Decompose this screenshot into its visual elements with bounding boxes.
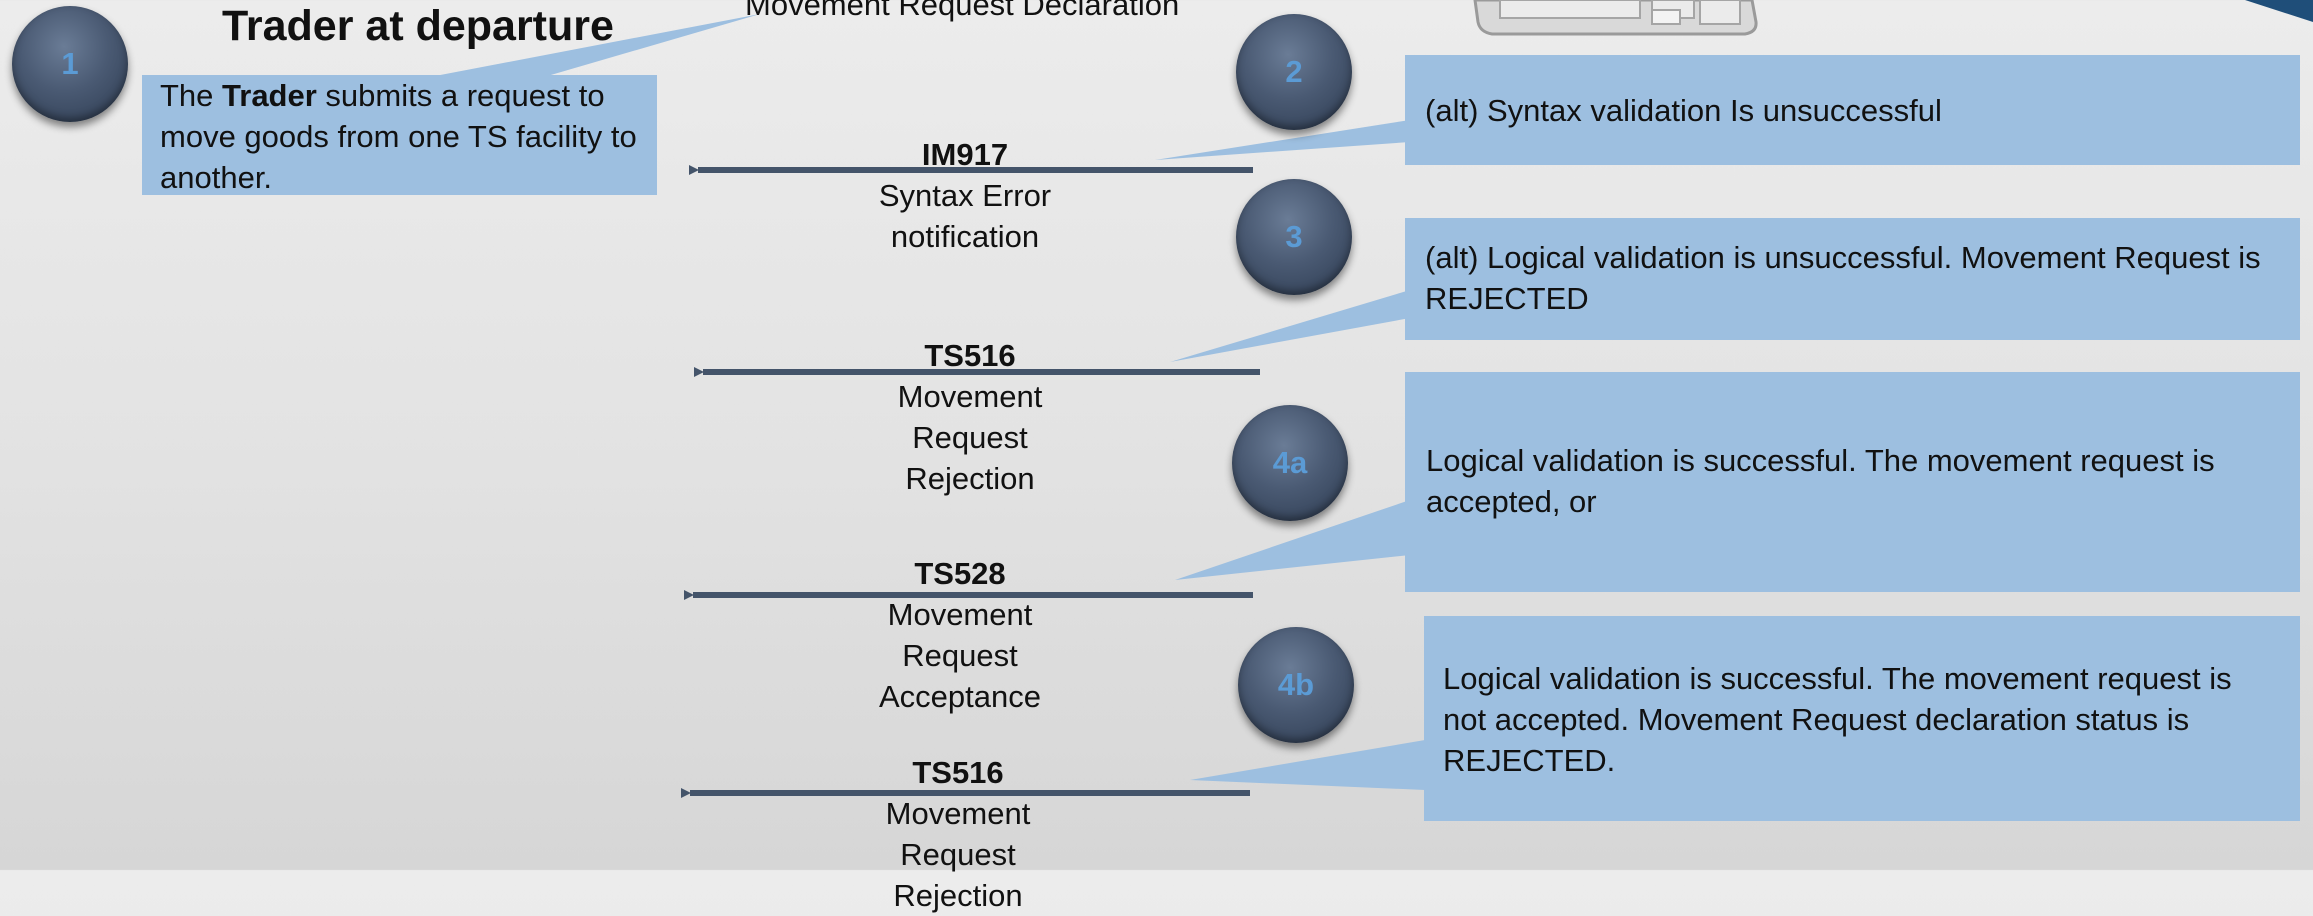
message-description: Syntax Error notification xyxy=(878,178,1052,254)
message-code: TS528 xyxy=(914,556,1006,591)
corner-accent xyxy=(2245,0,2313,22)
callout-pointer-4b xyxy=(1190,740,1425,790)
message-code: IM917 xyxy=(921,137,1009,172)
step-1-badge: 1 xyxy=(12,6,128,122)
movement-request-declaration-label: Movement Request Declaration xyxy=(745,0,1180,22)
message-im917: IM917 Syntax Error notification xyxy=(800,134,1130,257)
trader-note-bold: Trader xyxy=(222,78,317,113)
trader-note-suffix: submits a request to move goods from one… xyxy=(160,78,637,195)
step-3-callout: (alt) Logical validation is unsuccessful… xyxy=(1405,218,2300,340)
step-3-text: (alt) Logical validation is unsuccessful… xyxy=(1425,240,2261,316)
step-4a-badge: 4a xyxy=(1232,405,1348,521)
callout-pointer-2 xyxy=(1155,120,1410,160)
message-ts528: TS528 Movement Request Acceptance xyxy=(795,553,1125,717)
message-code: TS516 xyxy=(924,338,1016,373)
diagram-shapes xyxy=(435,0,2313,798)
step-2-badge: 2 xyxy=(1236,14,1352,130)
message-description: Movement Request Acceptance xyxy=(879,597,1041,714)
step-2-callout: (alt) Syntax validation Is unsuccessful xyxy=(1405,55,2300,165)
message-ts516-b: TS516 Movement Request Rejection xyxy=(793,752,1123,916)
message-flow-diagram: Trader at departure Movement Request Dec… xyxy=(12,0,2313,913)
callout-pointer-1 xyxy=(435,14,760,84)
callout-pointer-3 xyxy=(1170,290,1410,362)
callout-pointer-4a xyxy=(1175,500,1410,580)
step-4b-callout: Logical validation is successful. The mo… xyxy=(1424,616,2300,821)
trader-note: The Trader submits a request to move goo… xyxy=(142,75,657,195)
message-ts516-a: TS516 Movement Request Rejection xyxy=(805,335,1135,499)
step-4b-text: Logical validation is successful. The mo… xyxy=(1443,661,2232,778)
trader-title: Trader at departure xyxy=(222,2,614,50)
step-3-badge: 3 xyxy=(1236,179,1352,295)
message-description: Movement Request Rejection xyxy=(897,379,1043,496)
step-4a-callout: Logical validation is successful. The mo… xyxy=(1405,372,2300,592)
keyboard-icon xyxy=(1473,0,1758,36)
message-description: Movement Request Rejection xyxy=(885,796,1031,913)
trader-note-prefix: The xyxy=(160,78,223,113)
message-code: TS516 xyxy=(912,755,1004,790)
step-4b-badge: 4b xyxy=(1238,627,1354,743)
step-4a-text: Logical validation is successful. The mo… xyxy=(1426,443,2215,519)
step-2-text: (alt) Syntax validation Is unsuccessful xyxy=(1425,93,1942,128)
